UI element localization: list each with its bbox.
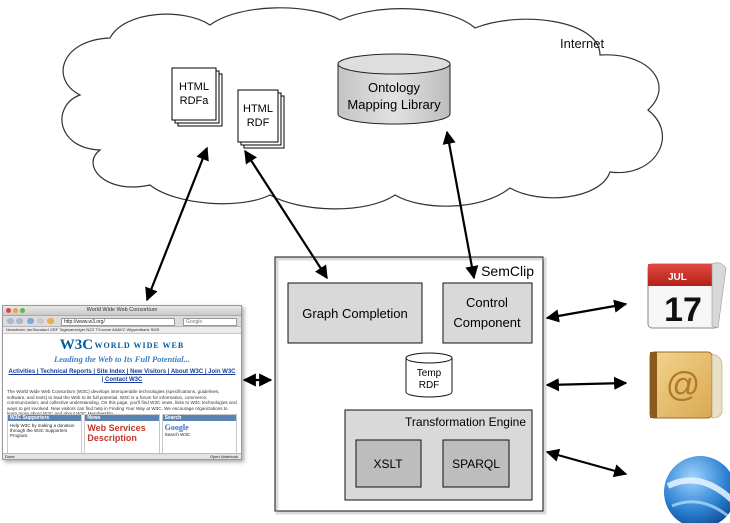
doc1-line2: RDFa [180, 95, 210, 107]
ontology-line2: Mapping Library [347, 97, 441, 112]
address-book-icon: @ [649, 351, 723, 419]
transformation-engine-box: Transformation Engine XSLT SPARQL [344, 409, 533, 501]
supporters-body[interactable]: Help W3C by making a donation through th… [10, 423, 75, 438]
ontology-mapping-library: Ontology Mapping Library [337, 53, 451, 125]
browser-toolbar: http://www.w3.org/ Google [3, 316, 241, 327]
sparql-box [442, 439, 510, 488]
sparql-label: SPARQL [452, 457, 500, 471]
arrow-semclip-to-globe [545, 448, 628, 478]
xslt-box [355, 439, 422, 488]
calendar-icon: JUL 17 [647, 262, 727, 329]
control-component-line2: Component [453, 315, 521, 330]
close-icon[interactable] [6, 308, 11, 313]
supporters-header: W3C Supporters [8, 415, 82, 421]
forward-icon[interactable] [16, 318, 23, 324]
w3c-intro-text: The World Wide Web Consortium (W3C) deve… [7, 389, 237, 416]
w3c-logo-text: WORLD WIDE WEB [94, 341, 185, 350]
browser-titlebar: World Wide Web Consortium [3, 306, 241, 316]
graph-completion-label: Graph Completion [302, 306, 408, 321]
w3c-header: W3C WORLD WIDE WEB [3, 337, 241, 353]
url-field[interactable]: http://www.w3.org/ [61, 318, 175, 326]
bookmarks-bar[interactable]: Newsticker derStandard ORF Tagesanzeiger… [3, 327, 241, 334]
internet-label: Internet [560, 36, 604, 51]
browser-title: World Wide Web Consortium [86, 307, 158, 313]
html-rdfa-document: HTML RDFa [171, 67, 223, 127]
globe-icon [664, 456, 730, 523]
w3c-nav-links[interactable]: Activities | Technical Reports | Site In… [8, 369, 236, 383]
doc2-line1: HTML [243, 103, 273, 115]
html-rdf-document: HTML RDF [237, 89, 285, 149]
doc2-line2: RDF [247, 117, 270, 129]
status-left: Done [5, 454, 15, 459]
arrow-semclip-to-addressbook [545, 376, 628, 392]
calendar-month: JUL [668, 272, 687, 283]
temp-rdf-line1: Temp [417, 368, 442, 379]
arrow-docs-to-graph-completion [244, 149, 328, 280]
temp-rdf-line2: RDF [419, 380, 440, 391]
doc1-line1: HTML [179, 81, 209, 93]
ontology-line1: Ontology [368, 80, 421, 95]
arrow-browser-to-cloud [145, 146, 209, 302]
search-input[interactable]: Google [183, 318, 237, 326]
google-logo: Google [164, 423, 189, 432]
news-header: News [85, 415, 159, 421]
back-icon[interactable] [7, 318, 14, 324]
xslt-label: XSLT [373, 457, 403, 471]
w3c-logo[interactable]: W3C [59, 337, 94, 353]
zoom-icon[interactable] [20, 308, 25, 313]
news-headline[interactable]: Web Services Description [87, 423, 146, 443]
reload-icon[interactable] [27, 318, 34, 324]
graph-completion-box: Graph Completion [287, 282, 423, 344]
semclip-label: SemClip [481, 263, 534, 279]
stop-icon[interactable] [37, 318, 44, 324]
arrow-ontology-to-control [442, 130, 479, 280]
w3c-tagline: Leading the Web to Its Full Potential... [54, 354, 190, 364]
arrow-semclip-to-calendar [545, 299, 628, 323]
w3c-columns: W3C Supporters Help W3C by making a dona… [7, 414, 237, 454]
temp-rdf-store: Temp RDF [405, 352, 453, 398]
supporters-column: W3C Supporters Help W3C by making a dona… [7, 414, 83, 454]
control-component-line1: Control [466, 295, 508, 310]
search-header: Search [162, 415, 236, 421]
browser-statusbar: Done Open Notebook [3, 453, 241, 459]
addressbook-symbol: @ [666, 366, 701, 404]
calendar-day: 17 [664, 291, 702, 329]
minimize-icon[interactable] [13, 308, 18, 313]
connector-arrows [145, 130, 628, 478]
status-right[interactable]: Open Notebook [209, 454, 238, 459]
transformation-engine-label: Transformation Engine [405, 415, 526, 429]
news-column: News Web Services Description [84, 414, 160, 454]
home-icon[interactable] [47, 318, 54, 324]
control-component-box: Control Component [442, 282, 533, 344]
w3c-browser-window: World Wide Web Consortium http://www.w3.… [2, 305, 242, 460]
search-w3c-label[interactable]: Search W3C [164, 432, 191, 437]
